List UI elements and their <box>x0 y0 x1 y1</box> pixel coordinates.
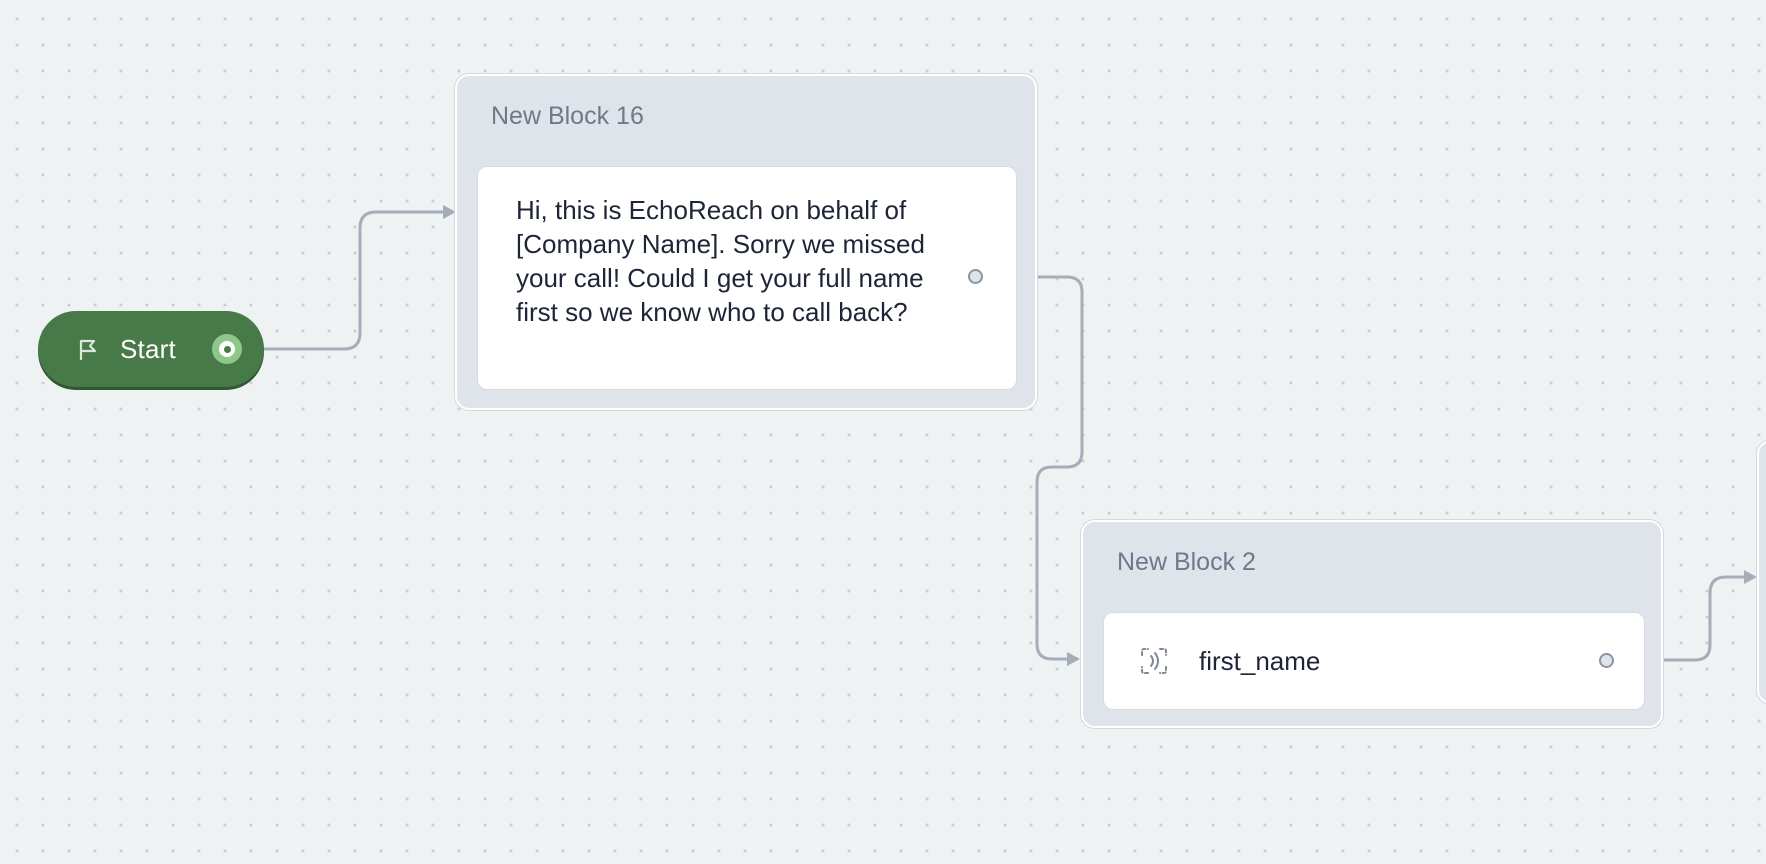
next-block-partial[interactable] <box>1756 439 1766 705</box>
capture-variable-name: first_name <box>1199 646 1321 676</box>
capture-step-output-port[interactable] <box>1599 653 1614 668</box>
block-new-block-16[interactable]: New Block 16 Hi, this is EchoReach on be… <box>454 73 1038 411</box>
capture-step[interactable]: first_name <box>1103 612 1645 710</box>
block-title: New Block 2 <box>1117 548 1256 576</box>
start-output-port[interactable] <box>212 334 242 364</box>
start-node[interactable]: Start <box>38 311 264 387</box>
start-label: Start <box>120 333 176 364</box>
speak-step-output-port[interactable] <box>968 269 983 284</box>
block-new-block-2[interactable]: New Block 2 first_name <box>1080 519 1664 729</box>
connector-start-to-block16 <box>262 210 446 351</box>
connector-arrowhead <box>1067 652 1080 666</box>
speak-step[interactable]: Hi, this is EchoReach on behalf of [Comp… <box>477 166 1017 390</box>
block-title: New Block 16 <box>491 102 644 130</box>
speak-step-text: Hi, this is EchoReach on behalf of [Comp… <box>516 195 925 327</box>
flag-icon <box>72 333 104 365</box>
connector-arrowhead <box>1744 570 1757 584</box>
capture-icon <box>1138 645 1170 677</box>
